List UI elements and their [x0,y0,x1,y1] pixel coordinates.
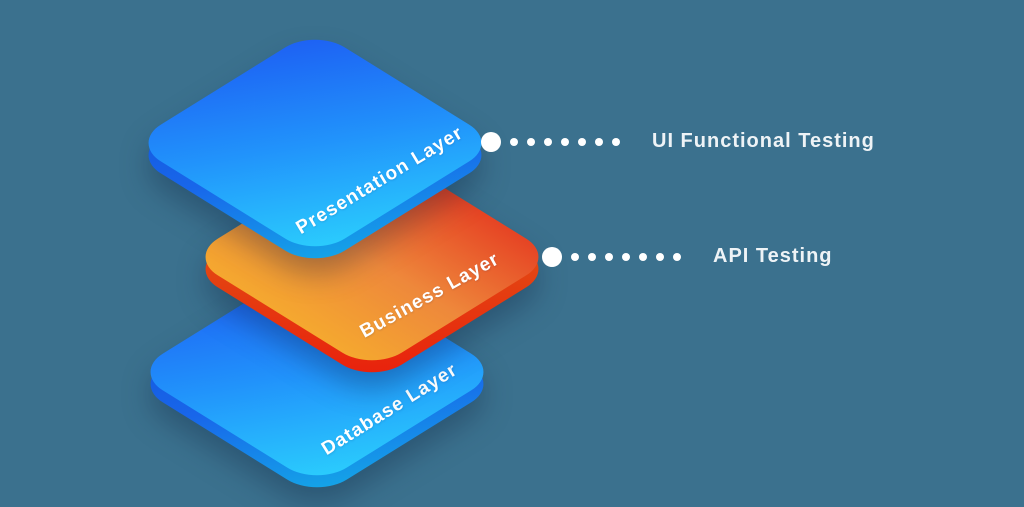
connector-dot [561,137,569,146]
connector-dot [639,252,647,261]
connector-dot [595,137,603,146]
connector-dot [656,252,664,261]
api-testing-label: API Testing [713,245,833,267]
connector-dot [544,137,552,146]
connector-dot [622,252,630,261]
ui-functional-testing-label: UI Functional Testing [652,130,875,152]
connector-dot [588,252,596,261]
connector-dot [673,252,681,261]
connector-anchor-dot [481,131,501,152]
connector-anchor-dot [542,246,562,267]
connector-dotted-line [510,137,620,146]
connector-ui-functional-testing: UI Functional Testing [481,130,875,153]
connector-dot [527,137,535,146]
layer-tile-presentation [131,13,499,273]
connector-api-testing: API Testing [542,245,833,268]
connector-dotted-line [571,252,681,261]
connector-dot [605,252,613,261]
connector-dot [612,137,620,146]
connector-dot [510,137,518,146]
connector-dot [571,252,579,261]
connector-dot [578,137,586,146]
